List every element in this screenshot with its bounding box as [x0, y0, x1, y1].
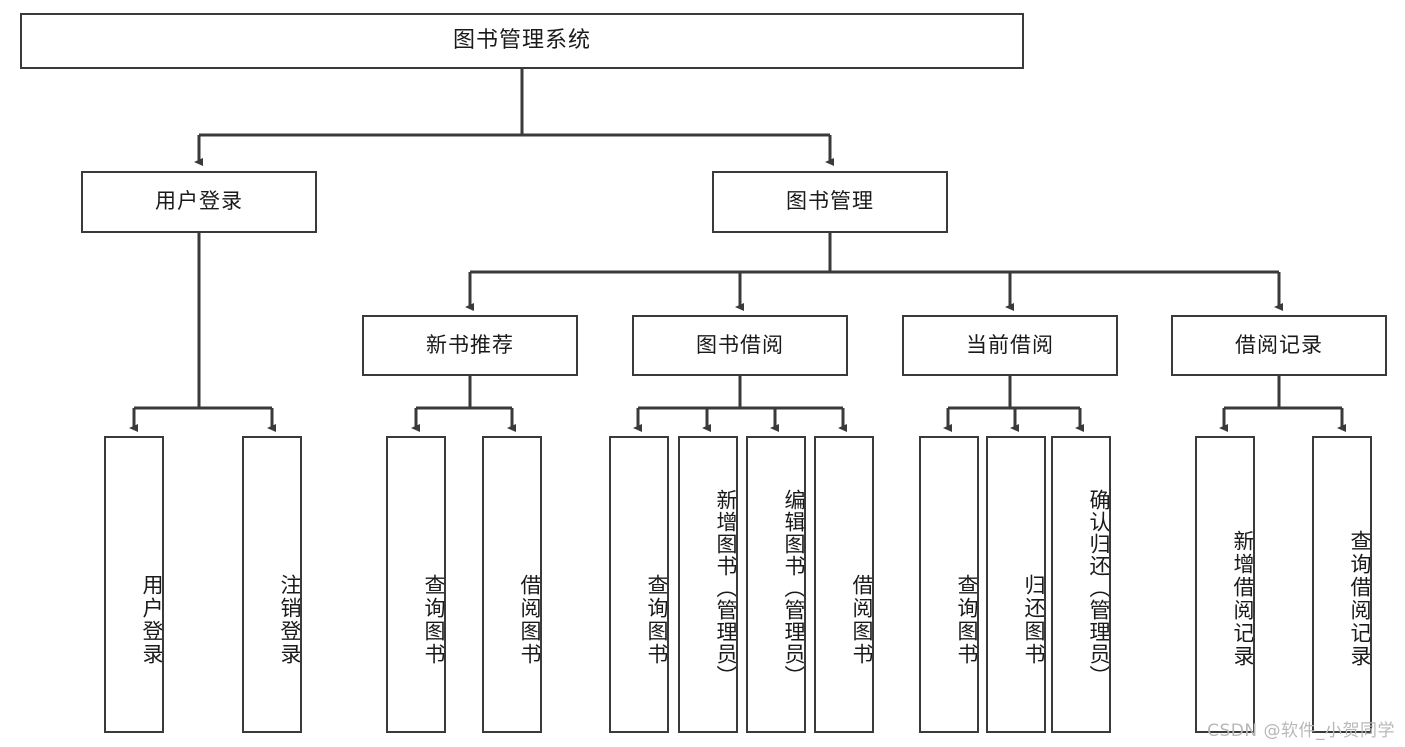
node-root-system[interactable]: 图书管理系统	[20, 13, 1024, 69]
leaf-user-login[interactable]: 用户登录	[104, 436, 164, 733]
csdn-watermark: CSDN @软件_小贺同学	[1207, 721, 1395, 741]
leaf-query-book-recommend[interactable]: 查询图书	[386, 436, 446, 733]
leaf-add-book-admin[interactable]: 新增图书（管理员）	[678, 436, 738, 733]
leaf-query-borrow-record[interactable]: 查询借阅记录	[1312, 436, 1372, 733]
leaf-edit-book-admin[interactable]: 编辑图书（管理员）	[746, 436, 806, 733]
node-new-book-recommend[interactable]: 新书推荐	[362, 315, 578, 376]
node-borrow-record[interactable]: 借阅记录	[1171, 315, 1387, 376]
node-user-login[interactable]: 用户登录	[81, 171, 317, 233]
leaf-logout[interactable]: 注销登录	[242, 436, 302, 733]
node-current-borrow[interactable]: 当前借阅	[902, 315, 1118, 376]
node-book-borrow[interactable]: 图书借阅	[632, 315, 848, 376]
leaf-borrow-book[interactable]: 借阅图书	[814, 436, 874, 733]
leaf-confirm-return-admin[interactable]: 确认归还（管理员）	[1051, 436, 1111, 733]
node-book-management[interactable]: 图书管理	[712, 171, 948, 233]
leaf-return-book[interactable]: 归还图书	[986, 436, 1046, 733]
leaf-query-book-current[interactable]: 查询图书	[919, 436, 979, 733]
leaf-add-borrow-record[interactable]: 新增借阅记录	[1195, 436, 1255, 733]
leaf-query-book-borrow[interactable]: 查询图书	[609, 436, 669, 733]
leaf-borrow-book-recommend[interactable]: 借阅图书	[482, 436, 542, 733]
